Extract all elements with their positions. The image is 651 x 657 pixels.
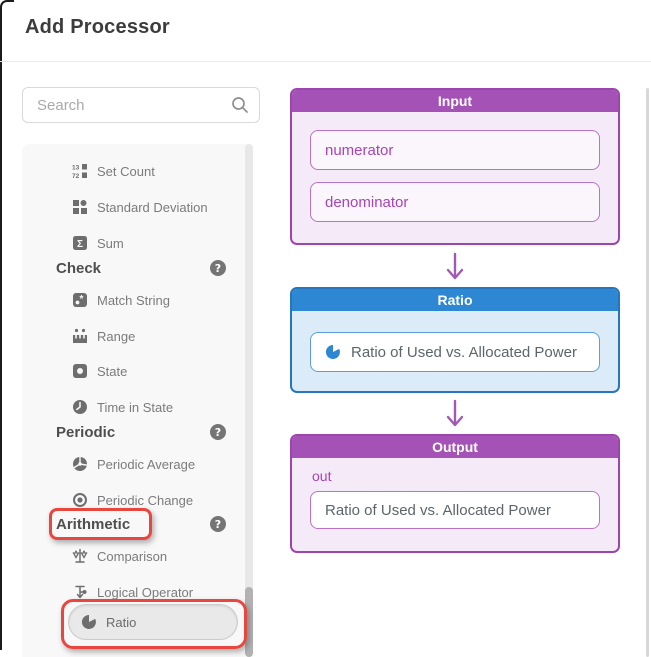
processor-node-title: Ratio [292,289,618,311]
sidebar-item-label: Standard Deviation [97,199,208,215]
sidebar-item-range[interactable]: Range [22,322,253,350]
window-frame-corner [0,0,14,650]
logic-branch-icon [72,584,88,600]
help-icon[interactable]: ? [210,424,226,440]
radio-dot-icon [72,492,88,508]
sidebar-item-logical-operator[interactable]: Logical Operator [22,578,253,606]
pie-chart-icon [325,344,341,360]
search-icon [230,95,250,115]
sidebar-item-label: Time in State [97,399,174,415]
input-node: Input numerator denominator [290,88,620,245]
sidebar-scrollbar-track[interactable] [245,144,253,657]
sidebar-scrollbar-thumb[interactable] [245,587,253,657]
processor-node: Ratio Ratio of Used vs. Allocated Power [290,287,620,393]
header-divider [0,61,651,62]
sidebar-category-arithmetic: Arithmetic? [22,510,253,538]
svg-text:Σ: Σ [77,239,83,250]
sidebar-item-label: Comparison [97,548,168,564]
pie-segments-icon [72,456,88,472]
processor-chip-label: Ratio of Used vs. Allocated Power [351,343,577,361]
sidebar-item-time-in-state[interactable]: Time in State [22,393,253,421]
range-icon [72,328,88,344]
search-input[interactable] [22,87,260,123]
sidebar-item-state[interactable]: State [22,357,253,385]
state-icon [72,363,88,379]
grid-icon [72,199,88,215]
sidebar-item-label: Range [97,328,136,344]
clock-icon [72,399,88,415]
pie-chart-icon [81,614,97,630]
search-box [22,87,260,123]
sidebar-category-check: Check? [22,254,253,282]
sidebar-item-label: Sum [97,235,124,251]
sidebar-item-periodic-average[interactable]: Periodic Average [22,450,253,478]
output-node-title: Output [292,436,618,458]
svg-text:*: * [80,294,84,305]
sidebar-item-label: Ratio [106,614,137,630]
sidebar-item-ratio[interactable]: Ratio [68,604,238,640]
input-port-numerator: numerator [310,130,600,170]
dialog-title: Add Processor [25,16,170,38]
svg-text:72: 72 [72,173,80,179]
output-value-field[interactable]: Ratio of Used vs. Allocated Power [310,491,600,529]
sigma-icon: Σ [72,235,88,251]
sidebar-item-label: Periodic Average [97,456,196,472]
sidebar-item-label: State [97,363,128,379]
sidebar-item-comparison[interactable]: Comparison [22,542,253,570]
svg-text:13: 13 [72,165,80,172]
sidebar-item-match-string[interactable]: * Match String [22,286,253,314]
input-node-title: Input [292,90,618,112]
help-icon[interactable]: ? [210,260,226,276]
sidebar-item-label: Periodic Change [97,492,194,508]
help-icon[interactable]: ? [210,516,226,532]
output-port-label: out [312,468,332,484]
sidebar-category-label: Periodic [56,423,116,441]
scales-icon [72,548,88,564]
output-node: Output out Ratio of Used vs. Allocated P… [290,434,620,553]
sidebar-item-sum[interactable]: Σ Sum [22,229,253,257]
processor-list-panel [22,144,253,657]
sidebar-item-label: Logical Operator [97,584,194,600]
sidebar-category-periodic: Periodic? [22,418,253,446]
match-string-icon: * [72,292,88,308]
processor-chip[interactable]: Ratio of Used vs. Allocated Power [310,332,600,372]
input-port-denominator: denominator [310,182,600,222]
down-arrow-icon [446,399,464,427]
sidebar-item-label: Set Count [97,163,155,179]
sidebar-item-periodic-change[interactable]: Periodic Change [22,486,253,514]
down-arrow-icon [446,252,464,280]
sidebar-item-label: Match String [97,292,170,308]
panel-scrollbar-track[interactable] [646,88,649,657]
sidebar-category-label: Arithmetic [56,515,131,533]
sidebar-item-standard-deviation[interactable]: Standard Deviation [22,193,253,221]
sidebar-category-label: Check [56,259,102,277]
